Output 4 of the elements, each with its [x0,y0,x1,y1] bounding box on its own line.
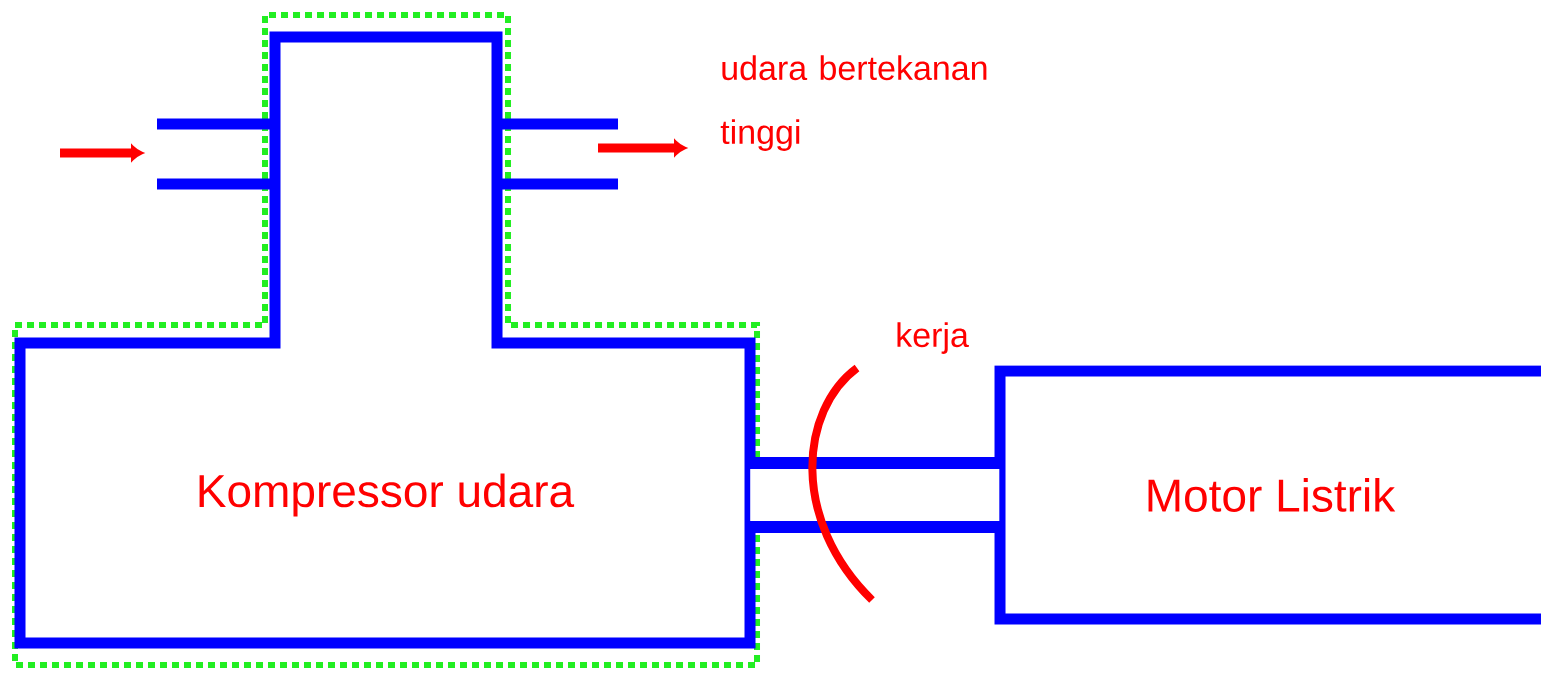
shaft [750,457,1000,533]
motor-drawing: Motor Listrik [994,365,1541,625]
annotation-text: udara bertekanan tinggi [720,55,987,151]
annotation-text: kerja [897,322,969,354]
